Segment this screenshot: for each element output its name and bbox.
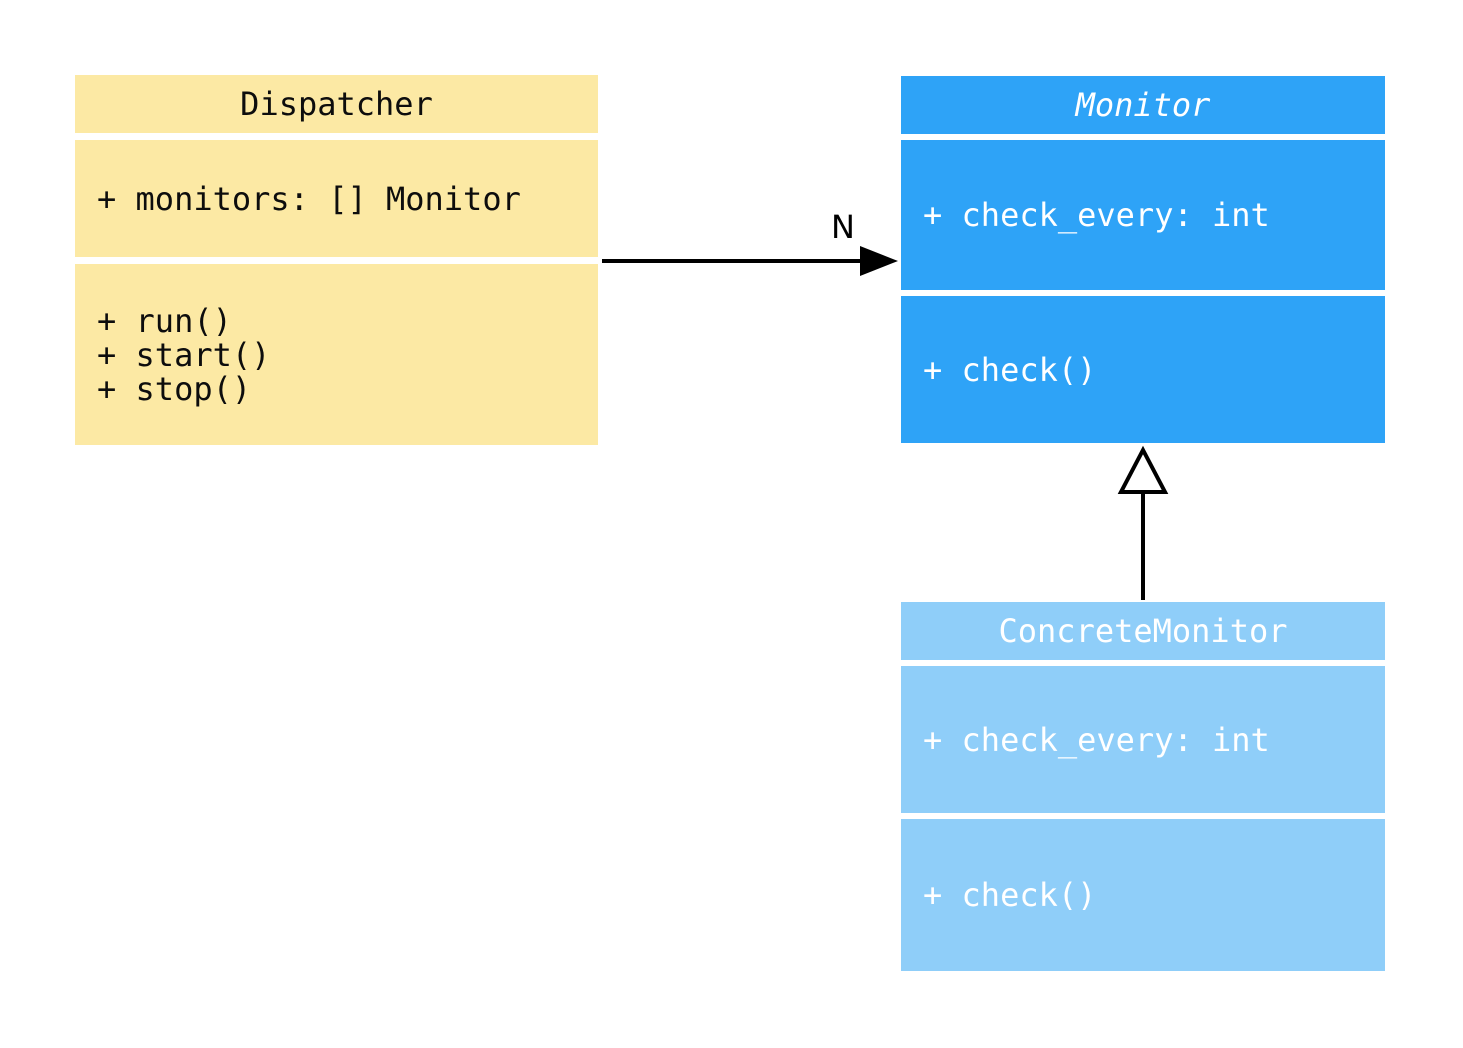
hollow-triangle-arrowhead-icon (1117, 445, 1169, 494)
class-attributes-dispatcher: + monitors: [] Monitor (75, 140, 598, 257)
class-attributes-monitor: + check_every: int (901, 140, 1385, 290)
method-item: + run() (97, 301, 232, 340)
class-box-concretemonitor: ConcreteMonitor + check_every: int + che… (901, 602, 1385, 971)
inheritance-arrow-concretemonitor-to-monitor (1117, 445, 1169, 600)
attribute-item: + check_every: int (923, 196, 1270, 234)
class-box-dispatcher: Dispatcher + monitors: [] Monitor + run(… (75, 75, 598, 445)
filled-arrowhead-icon (860, 246, 898, 276)
class-attributes-concretemonitor: + check_every: int (901, 666, 1385, 813)
method-item: + start() (97, 335, 271, 374)
method-item: + stop() (97, 369, 252, 408)
class-title-concretemonitor: ConcreteMonitor (901, 602, 1385, 660)
class-methods-monitor: + check() (901, 296, 1385, 443)
attribute-item: + monitors: [] Monitor (97, 179, 521, 218)
class-title-dispatcher: Dispatcher (75, 75, 598, 133)
class-title-monitor: Monitor (901, 76, 1385, 134)
class-box-monitor: Monitor + check_every: int + check() (901, 76, 1385, 443)
method-item: + check() (923, 876, 1097, 914)
attribute-item: + check_every: int (923, 720, 1270, 759)
association-multiplicity-label: N (831, 208, 855, 246)
method-item: + check() (923, 350, 1097, 389)
class-methods-dispatcher: + run() + start() + stop() (75, 264, 598, 445)
class-methods-concretemonitor: + check() (901, 819, 1385, 971)
association-arrow-dispatcher-to-monitor (602, 246, 898, 276)
